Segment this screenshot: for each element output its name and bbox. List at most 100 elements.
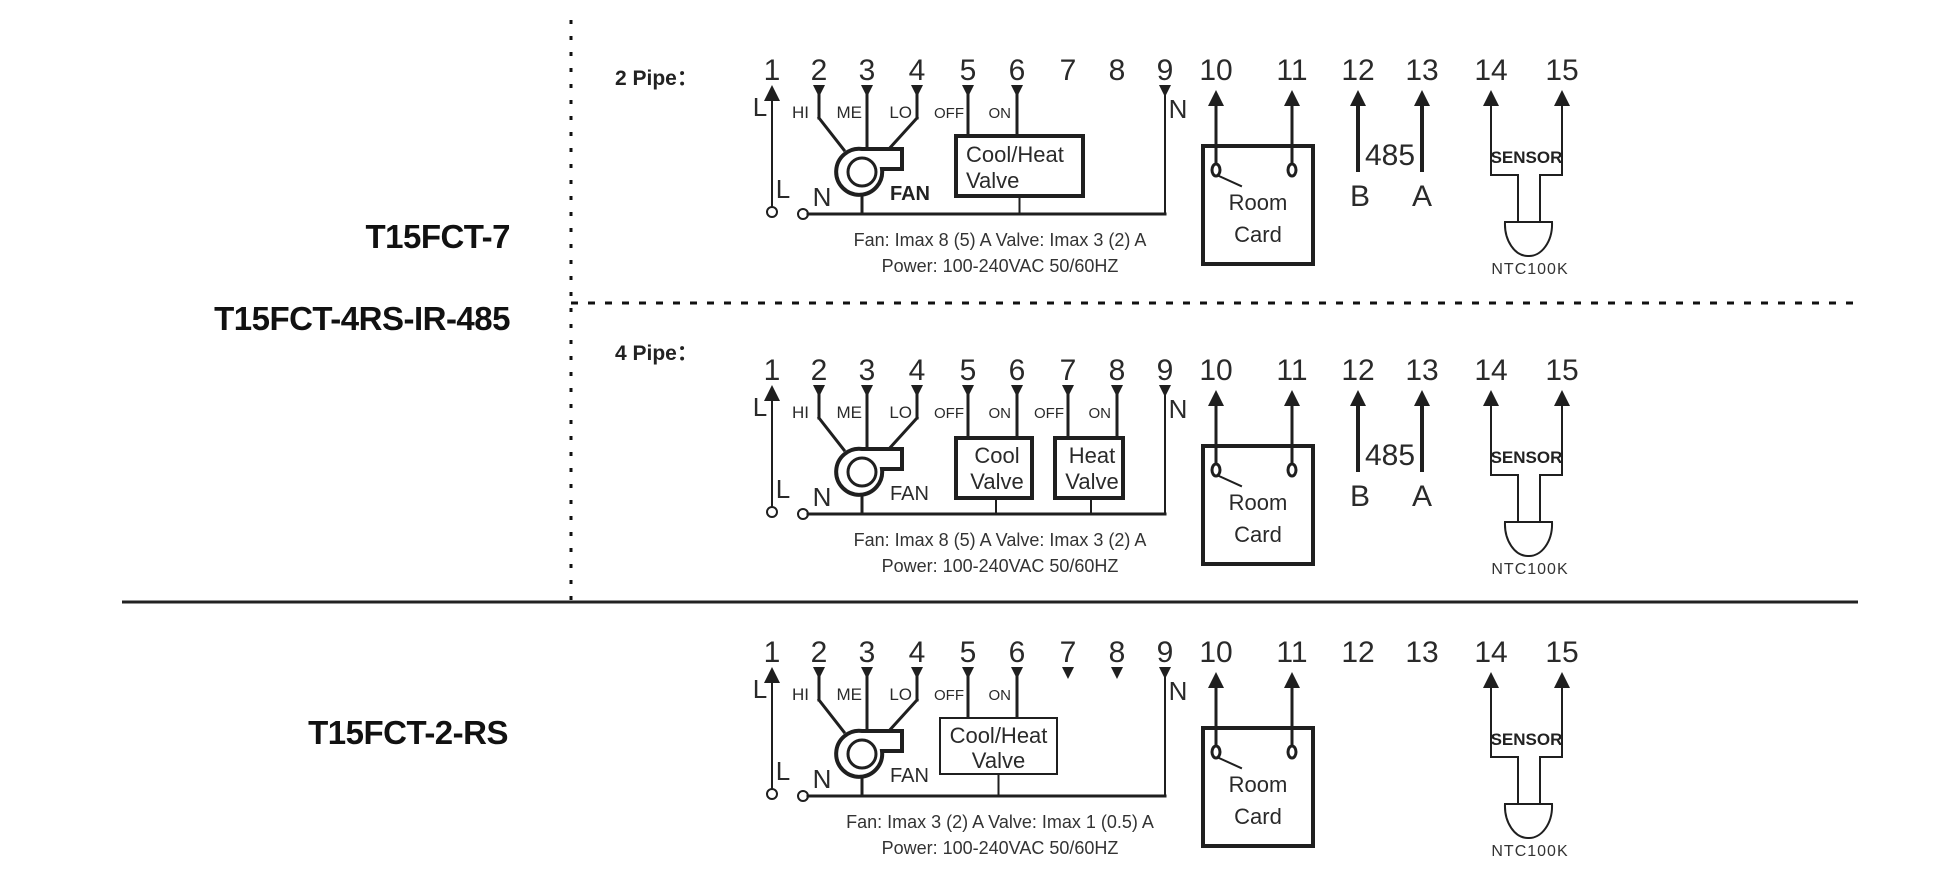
room-card-label-line2: Card [1234,522,1282,547]
terminal-up-arrow-icon [1483,90,1499,106]
fan-speed-label-me: ME [837,403,863,422]
spec-current-line: Fan: Imax 8 (5) A Valve: Imax 3 (2) A [854,230,1147,250]
terminal-up-arrow-icon [1350,390,1366,406]
terminal-down-arrow-icon [813,385,825,397]
wire [885,415,920,453]
terminal-number-15: 15 [1545,354,1578,387]
terminal-down-arrow-icon [1159,385,1171,397]
terminal-up-arrow-icon [1208,672,1224,688]
valve-label-line1: Cool [974,443,1019,468]
model-label-t15fct-4rs-ir-485: T15FCT-4RS-IR-485 [214,300,510,337]
terminal-number-13: 13 [1405,54,1438,87]
room-card-switch-icon [1217,756,1243,770]
terminal-up-arrow-icon [1414,390,1430,406]
fan-label: FAN [890,183,930,205]
terminal-number-7: 7 [1060,354,1077,387]
terminal-down-arrow-icon [962,85,974,97]
terminal-number-6: 6 [1009,54,1026,87]
fan-speed-label-lo: LO [889,103,912,122]
room-card-label-line1: Room [1229,490,1288,515]
terminal-number-15: 15 [1545,636,1578,669]
line-terminal-circle-icon [766,206,778,218]
sensor-type-label: NTC100K [1491,843,1568,860]
valve-on-label: ON [989,105,1012,122]
spec-current-line: Fan: Imax 3 (2) A Valve: Imax 1 (0.5) A [846,812,1154,832]
section-title-4-pipe: 4 Pipe： [615,342,698,365]
fan-label: FAN [890,483,929,505]
terminal-down-arrow-icon [962,385,974,397]
terminal-down-arrow-icon [1011,385,1023,397]
room-card-switch-icon [1217,474,1243,488]
terminal-down-arrow-icon [813,85,825,97]
rs485-a-label: A [1412,180,1432,213]
terminal-number-11: 11 [1276,54,1307,87]
terminal-number-2: 2 [811,636,828,669]
sensor-wire [1539,405,1563,522]
sensor-probe-icon [1503,521,1554,558]
fan-label: FAN [890,765,929,787]
terminal-number-12: 12 [1341,636,1374,669]
ntc-sensor-icon [1483,672,1570,840]
terminal-down-arrow-icon [1159,667,1171,679]
terminal-down-arrow-icon [911,667,923,679]
valve-label-line1: Heat [1069,443,1115,468]
terminal-number-11: 11 [1276,636,1307,669]
terminal-up-arrow-icon [1350,90,1366,106]
neutral-label: N [813,482,832,512]
valve-label-line2: Valve [1065,469,1118,494]
terminal-number-6: 6 [1009,636,1026,669]
terminal-number-7: 7 [1060,54,1077,87]
terminal-number-2: 2 [811,354,828,387]
terminal-number-5: 5 [960,636,977,669]
valve-label-line2: Valve [972,748,1025,773]
fan-speed-label-lo: LO [889,403,912,422]
terminal-up-arrow-icon [1284,390,1300,406]
terminal-number-10: 10 [1199,354,1232,387]
room-card-label-line1: Room [1229,190,1288,215]
section-title-2-pipe: 2 Pipe： [615,67,698,90]
valve-on-label: ON [989,405,1012,422]
terminal-number-14: 14 [1474,636,1507,669]
terminal-up-arrow-icon [1554,390,1570,406]
valve-off-label: OFF [1034,405,1064,422]
neutral-terminal-label: N [1169,676,1188,706]
fan-speed-label-me: ME [837,685,863,704]
terminal-down-arrow-icon [813,667,825,679]
terminal-up-arrow-icon [1284,90,1300,106]
valve-label-line2: Valve [966,168,1019,193]
terminal-down-arrow-icon [1011,667,1023,679]
room-card-box [1201,144,1315,266]
sensor-label: SENSOR [1491,448,1563,467]
wire [816,415,847,453]
sensor-wire [1490,687,1519,804]
rs485-b-label: B [1350,180,1370,213]
terminal-number-1: 1 [764,636,781,669]
sensor-type-label: NTC100K [1491,561,1568,578]
sensor-wire [1539,687,1563,804]
terminal-number-12: 12 [1341,354,1374,387]
terminal-number-8: 8 [1109,354,1126,387]
neutral-label: N [813,182,832,212]
terminal-down-arrow-icon [861,667,873,679]
terminal-down-arrow-icon [911,85,923,97]
fan-icon [834,728,904,779]
room-card-box [1201,726,1315,848]
model-label-t15fct-2-rs: T15FCT-2-RS [308,714,508,751]
terminal-down-arrow-icon [1011,85,1023,97]
room-card-contact-icon [1210,744,1222,760]
room-card-switch-icon [1217,174,1243,188]
terminal-up-arrow-icon [1414,90,1430,106]
terminal-number-3: 3 [859,54,876,87]
terminal-number-4: 4 [909,54,926,87]
terminal-down-arrow-icon [1159,85,1171,97]
terminal-number-9: 9 [1157,354,1174,387]
line-label-l-bottom: L [776,474,790,504]
valve-off-label: OFF [934,105,964,122]
room-card-label-line2: Card [1234,804,1282,829]
rs485-label: 485 [1365,139,1415,172]
room-card-contact-icon [1210,162,1222,178]
room-card-label-line2: Card [1234,222,1282,247]
terminal-number-1: 1 [764,354,781,387]
